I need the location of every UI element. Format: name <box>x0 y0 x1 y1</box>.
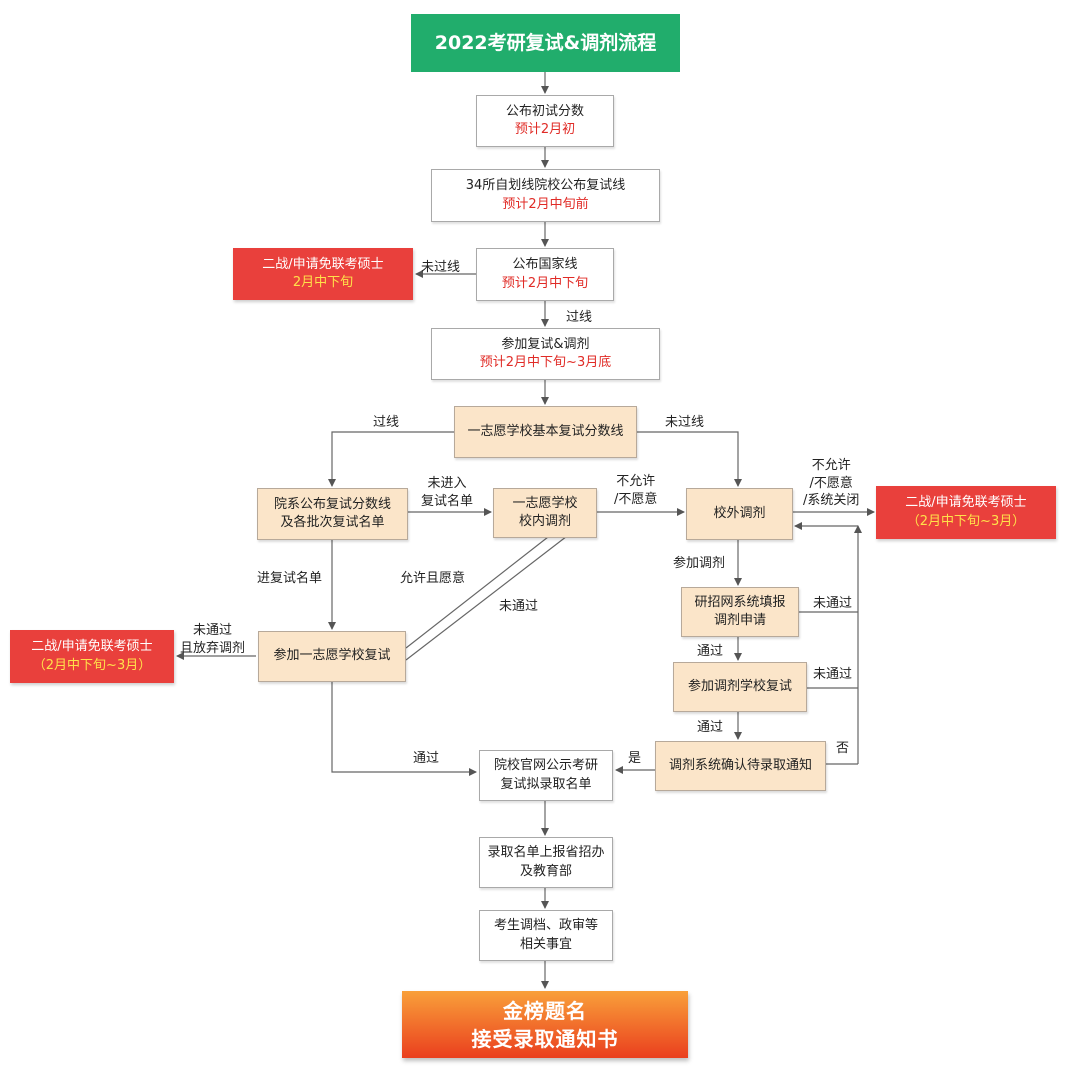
node-attend-retest-label: 参加复试&调剂 <box>501 336 590 352</box>
label-join-adjust: 参加调剂 <box>673 556 726 571</box>
node-publicity-label2: 复试拟录取名单 <box>500 776 592 792</box>
label-fail-give-up-1: 未通过 <box>193 623 233 638</box>
label-not-allow: 不允许 /不愿意 <box>614 473 657 508</box>
arrow-retest-to-publicity <box>331 682 477 776</box>
node-34-schools-time: 预计2月中旬前 <box>502 196 589 212</box>
node-attend-retest: 参加复试&调剂 预计2月中下旬~3月底 <box>431 328 660 380</box>
arrow-internal-to-retest-2 <box>405 532 572 661</box>
node-first-retest-label: 参加一志愿学校复试 <box>273 648 391 664</box>
node-adjust-retest-label: 参加调剂学校复试 <box>687 678 792 694</box>
label-fail-give-up-2: 且放弃调剂 <box>180 640 246 656</box>
node-internal-adjust-label2: 校内调剂 <box>518 514 571 529</box>
label-pass-top: 过线 <box>566 310 593 325</box>
node-34-schools-line: 34所自划线院校公布复试线 预计2月中旬前 <box>431 169 660 222</box>
node-fail-top-left-time: 2月中下旬 <box>292 275 354 290</box>
label-passed-1: 通过 <box>697 644 724 659</box>
label-passed-bottom: 通过 <box>413 751 440 766</box>
node-cnki-apply-label1: 研招网系统填报 <box>694 594 786 610</box>
node-report-label2: 及教育部 <box>519 863 572 879</box>
node-fail-right-time: （2月中下旬~3月） <box>906 513 1026 529</box>
node-first-retest: 参加一志愿学校复试 <box>258 631 406 682</box>
node-national-line: 公布国家线 预计2月中下旬 <box>476 248 614 301</box>
node-adjust-retest: 参加调剂学校复试 <box>673 662 807 712</box>
arrow-firstline-to-dept <box>328 431 454 487</box>
node-national-line-time: 预计2月中下旬 <box>501 275 589 291</box>
flow-title-text: 2022考研复试&调剂流程 <box>434 31 657 54</box>
node-report-label1: 录取名单上报省招办 <box>487 845 605 861</box>
node-fail-left-time: （2月中下旬~3月） <box>32 657 152 673</box>
node-publish-score: 公布初试分数 预计2月初 <box>476 95 614 147</box>
node-fail-right: 二战/申请免联考硕士 （2月中下旬~3月） <box>876 486 1056 539</box>
node-external-adjust: 校外调剂 <box>686 488 793 540</box>
label-pass-left: 过线 <box>373 415 400 430</box>
label-fail-give-up: 未通过 且放弃调剂 <box>180 622 245 657</box>
node-dept-publish-label1: 院系公布复试分数线 <box>273 496 391 512</box>
label-not-allow-2: /不愿意 <box>614 491 658 507</box>
node-internal-adjust: 一志愿学校 校内调剂 <box>493 488 597 538</box>
label-yes: 是 <box>628 751 642 766</box>
label-right-exit: 不允许 /不愿意 /系统关闭 <box>803 457 859 510</box>
label-right-exit-2: /不愿意 <box>809 475 853 491</box>
label-passed-2: 通过 <box>697 720 724 735</box>
label-not-passed-r1: 未通过 <box>813 596 853 611</box>
node-report: 录取名单上报省招办 及教育部 <box>479 837 613 888</box>
node-external-adjust-label: 校外调剂 <box>713 505 766 521</box>
node-publish-score-label: 公布初试分数 <box>505 103 584 119</box>
node-internal-adjust-label1: 一志愿学校 <box>512 495 578 511</box>
label-not-passed-r2: 未通过 <box>813 667 853 682</box>
node-archive-label1: 考生调档、政审等 <box>493 918 598 934</box>
label-enter-list: 进复试名单 <box>257 571 323 586</box>
node-fail-left-label: 二战/申请免联考硕士 <box>31 639 153 655</box>
label-not-allow-1: 不允许 <box>616 474 656 489</box>
node-first-choice-line: 一志愿学校基本复试分数线 <box>454 406 637 458</box>
node-fail-right-label: 二战/申请免联考硕士 <box>905 495 1027 511</box>
final-banner-line1: 金榜题名 <box>503 998 587 1023</box>
node-publicity: 院校官网公示考研 复试拟录取名单 <box>479 750 613 801</box>
label-not-in-list: 未进入 复试名单 <box>421 475 473 510</box>
node-dept-publish: 院系公布复试分数线 及各批次复试名单 <box>257 488 408 540</box>
node-34-schools-label: 34所自划线院校公布复试线 <box>465 178 626 194</box>
node-fail-left: 二战/申请免联考硕士 （2月中下旬~3月） <box>10 630 174 683</box>
final-banner: 金榜题名 接受录取通知书 <box>402 991 688 1058</box>
final-banner-line2: 接受录取通知书 <box>471 1026 619 1051</box>
node-publish-score-time: 预计2月初 <box>514 122 576 137</box>
label-right-exit-1: 不允许 <box>811 458 851 473</box>
node-cnki-apply: 研招网系统填报 调剂申请 <box>681 587 799 637</box>
label-not-passed-mid: 未通过 <box>499 599 539 614</box>
flow-title: 2022考研复试&调剂流程 <box>411 14 680 72</box>
node-publicity-label1: 院校官网公示考研 <box>493 758 598 774</box>
node-archive-label2: 相关事宜 <box>519 936 572 952</box>
label-not-pass-top: 未过线 <box>421 260 461 275</box>
node-attend-retest-time: 预计2月中下旬~3月底 <box>479 355 612 370</box>
node-archive: 考生调档、政审等 相关事宜 <box>479 910 613 961</box>
label-right-exit-3: /系统关闭 <box>803 493 860 509</box>
node-national-line-label: 公布国家线 <box>512 257 578 273</box>
label-not-pass-right: 未过线 <box>665 415 705 430</box>
arrow-firstline-to-external <box>637 431 742 487</box>
node-confirm: 调剂系统确认待录取通知 <box>655 741 826 791</box>
label-not-in-list-1: 未进入 <box>427 476 467 491</box>
node-fail-top-left-label: 二战/申请免联考硕士 <box>262 256 384 272</box>
label-no: 否 <box>836 741 850 756</box>
node-confirm-label: 调剂系统确认待录取通知 <box>668 757 812 773</box>
label-not-in-list-2: 复试名单 <box>421 493 474 509</box>
node-first-choice-line-label: 一志愿学校基本复试分数线 <box>467 423 624 439</box>
node-cnki-apply-label2: 调剂申请 <box>713 613 766 628</box>
node-fail-top-left: 二战/申请免联考硕士 2月中下旬 <box>233 248 413 300</box>
node-dept-publish-label2: 及各批次复试名单 <box>280 515 385 530</box>
arrow-retest-to-internal-1 <box>405 529 558 649</box>
label-allow-willing: 允许且愿意 <box>400 571 466 586</box>
